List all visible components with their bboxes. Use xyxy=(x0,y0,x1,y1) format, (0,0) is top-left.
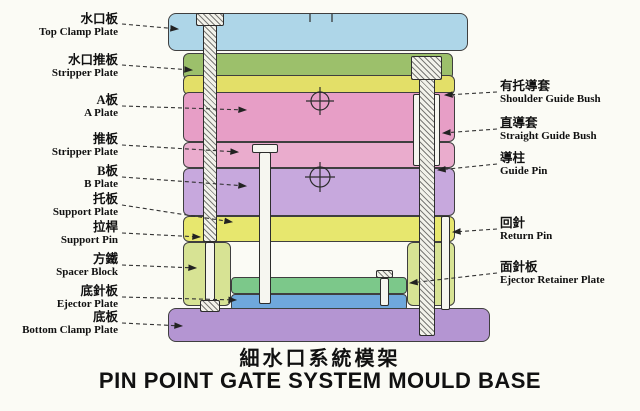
label-stripper-plate: 推板 Stripper Plate xyxy=(4,132,118,159)
label-shoulder-guide-bush: 有托導套 Shoulder Guide Bush xyxy=(500,79,638,106)
label-b-plate: B板 B Plate xyxy=(4,164,118,191)
label-en: B Plate xyxy=(84,178,118,190)
label-zh: 水口板 xyxy=(80,12,118,26)
b-plate-shape xyxy=(183,168,455,216)
support-plate-shape xyxy=(183,216,455,242)
label-top-clamp-plate: 水口板 Top Clamp Plate xyxy=(4,12,118,39)
stop-pin-head xyxy=(376,270,393,278)
support-pin-lower-shaft xyxy=(205,242,215,304)
label-zh: B板 xyxy=(97,164,118,178)
label-zh: 有托導套 xyxy=(500,79,551,93)
label-zh: A板 xyxy=(96,93,118,107)
stop-pin-shaft xyxy=(380,278,389,306)
label-spacer-block: 方鐵 Spacer Block xyxy=(4,252,118,279)
label-zh: 直導套 xyxy=(500,116,538,130)
page-title-en: PIN POINT GATE SYSTEM MOULD BASE xyxy=(98,368,542,393)
label-straight-guide-bush: 直導套 Straight Guide Bush xyxy=(500,116,638,143)
label-en: Ejector Retainer Plate xyxy=(500,274,605,286)
guide-pin-shaft xyxy=(419,56,435,336)
label-bottom-clamp-plate: 底板 Bottom Clamp Plate xyxy=(4,310,118,337)
label-zh: 托板 xyxy=(92,192,118,206)
label-zh: 推板 xyxy=(92,132,118,146)
label-zh: 回針 xyxy=(500,216,526,230)
label-en: Bottom Clamp Plate xyxy=(22,324,118,336)
return-pin-shaft xyxy=(441,216,450,310)
label-zh: 底針板 xyxy=(80,284,118,298)
label-en: Support Plate xyxy=(52,206,118,218)
label-en: Shoulder Guide Bush xyxy=(500,93,601,105)
label-support-plate: 托板 Support Plate xyxy=(4,192,118,219)
label-en: Stripper Plate xyxy=(51,146,118,158)
label-ejector-plate: 底針板 Ejector Plate xyxy=(4,284,118,311)
label-zh: 水口推板 xyxy=(67,53,118,67)
label-en: Return Pin xyxy=(500,230,553,242)
stripper-bolt-shaft xyxy=(259,152,271,304)
label-runner-stripper-plate: 水口推板 Stripper Plate xyxy=(4,53,118,80)
support-pin-shaft xyxy=(203,25,217,242)
shoulder-guide-bush-head xyxy=(411,56,442,80)
page-title-zh: 細水口系統模架 xyxy=(239,348,401,370)
label-en: A Plate xyxy=(84,107,118,119)
label-return-pin: 回針 Return Pin xyxy=(500,216,638,243)
support-pin-foot xyxy=(200,300,220,312)
label-zh: 底板 xyxy=(92,310,118,324)
label-zh: 面針板 xyxy=(500,260,538,274)
label-en: Ejector Plate xyxy=(56,298,118,310)
label-zh: 拉桿 xyxy=(92,220,118,234)
label-en: Spacer Block xyxy=(56,266,118,278)
ejector-retainer-plate-shape xyxy=(231,277,407,294)
label-ejector-retainer-plate: 面針板 Ejector Retainer Plate xyxy=(500,260,638,287)
label-en: Support Pin xyxy=(60,234,118,246)
label-en: Stripper Plate xyxy=(51,67,118,79)
label-zh: 方鐵 xyxy=(92,252,118,266)
label-zh: 導柱 xyxy=(500,151,526,165)
label-en: Straight Guide Bush xyxy=(500,130,597,142)
label-en: Guide Pin xyxy=(500,165,548,177)
bottom-clamp-plate-shape xyxy=(168,308,490,342)
label-guide-pin: 導柱 Guide Pin xyxy=(500,151,638,178)
label-en: Top Clamp Plate xyxy=(38,26,118,38)
label-a-plate: A板 A Plate xyxy=(4,93,118,120)
label-support-pin: 拉桿 Support Pin xyxy=(4,220,118,247)
